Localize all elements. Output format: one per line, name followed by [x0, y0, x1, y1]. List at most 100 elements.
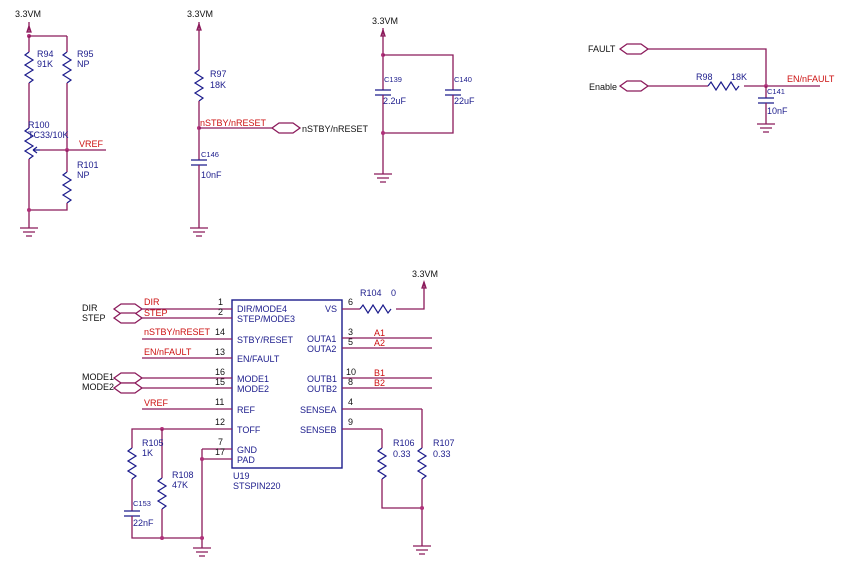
r104-value: 0 [391, 288, 396, 298]
pin-name-outa1: OUTA1 [307, 334, 336, 344]
r104-ref: R104 [360, 288, 382, 298]
nstby-port [270, 122, 302, 134]
r108-value: 47K [172, 480, 188, 490]
c153-ref: C153 [133, 499, 151, 508]
u19-part: STSPIN220 [233, 481, 281, 491]
pin-name-outb1: OUTB1 [307, 374, 337, 384]
ground-symbol-2 [190, 227, 208, 237]
pin-name-mode2: MODE2 [237, 384, 269, 394]
b2-net-label: B2 [374, 378, 385, 388]
supply-arrow-1 [26, 23, 32, 33]
supply-label-2: 3.3VM [187, 9, 213, 19]
bulk-caps-section: 3.3VM C139 2.2uF C140 22uF [372, 16, 475, 183]
r98-ref: R98 [696, 72, 713, 82]
pin-num-13: 13 [215, 347, 225, 357]
supply-label-4: 3.3VM [412, 269, 438, 279]
r101-ref: R101 [77, 160, 99, 170]
r97-ref: R97 [210, 69, 227, 79]
step-net-label: STEP [144, 308, 168, 318]
pin-num-5: 5 [348, 337, 353, 347]
mode1-port-label: MODE1 [82, 372, 114, 382]
c146-value: 10nF [201, 170, 222, 180]
stby-net-label-ic: nSTBY/nRESET [144, 327, 211, 337]
pin-name-vs: VS [325, 304, 337, 314]
dir-net-label: DIR [144, 297, 160, 307]
en-nfault-net-label: EN/nFAULT [787, 74, 835, 84]
r105-ref: R105 [142, 438, 164, 448]
pin-name-sensea: SENSEA [300, 405, 337, 415]
r106-value: 0.33 [393, 449, 411, 459]
pin-num-17: 17 [215, 447, 225, 457]
c139-ref: C139 [384, 75, 402, 84]
c139-capacitor [375, 89, 391, 96]
pin-name-toff: TOFF [237, 425, 261, 435]
r101-resistor [61, 171, 73, 204]
r98-resistor [707, 80, 740, 92]
r107-value: 0.33 [433, 449, 451, 459]
pin-name-step: STEP/MODE3 [237, 314, 295, 324]
ground-symbol-4 [757, 123, 775, 133]
r94-value: 91K [37, 59, 53, 69]
pin-name-gnd: GND [237, 445, 258, 455]
pin-num-1: 1 [218, 297, 223, 307]
r107-resistor [416, 447, 428, 480]
c141-value: 10nF [767, 106, 788, 116]
r98-value: 18K [731, 72, 747, 82]
ground-symbol-1 [20, 227, 38, 237]
pin-num-14: 14 [215, 327, 225, 337]
pin-name-dir: DIR/MODE4 [237, 304, 287, 314]
vref-net-label-ic: VREF [144, 398, 169, 408]
c141-capacitor [758, 97, 774, 104]
pin-num-11: 11 [215, 397, 224, 407]
step-port [112, 312, 144, 324]
c146-capacitor [191, 159, 207, 166]
c140-capacitor [445, 89, 461, 96]
pin-name-mode1: MODE1 [237, 374, 269, 384]
pin-name-en: EN/FAULT [237, 354, 280, 364]
pin-num-4: 4 [348, 397, 353, 407]
r97-resistor [193, 69, 205, 102]
enable-port-label: Enable [589, 82, 617, 92]
pin-num-10: 10 [346, 367, 356, 377]
fault-port-label: FAULT [588, 44, 616, 54]
c153-capacitor [124, 510, 140, 517]
r97-value: 18K [210, 80, 226, 90]
r95-value: NP [77, 59, 90, 69]
r107-ref: R107 [433, 438, 455, 448]
stby-reset-rc-section: 3.3VM R97 18K nSTBY/nRESET nSTBY/nRESET … [187, 9, 369, 237]
nstby-port-label: nSTBY/nRESET [302, 124, 369, 134]
mode2-port-label: MODE2 [82, 382, 114, 392]
c140-value: 22uF [454, 96, 475, 106]
a2-net-label: A2 [374, 338, 385, 348]
pin-name-pad: PAD [237, 455, 255, 465]
pin-name-outa2: OUTA2 [307, 344, 336, 354]
r105-value: 1K [142, 448, 153, 458]
pin-num-7: 7 [218, 437, 223, 447]
u19-ic-body [231, 299, 343, 469]
r101-value: NP [77, 170, 90, 180]
pin-num-16: 16 [215, 367, 225, 377]
ground-symbol-3 [374, 173, 392, 183]
b1-net-label: B1 [374, 368, 385, 378]
c140-ref: C140 [454, 75, 472, 84]
c146-ref: C146 [201, 150, 219, 159]
c141-ref: C141 [767, 87, 785, 96]
pin-num-9: 9 [348, 417, 353, 427]
en-net-label-ic: EN/nFAULT [144, 347, 192, 357]
r105-resistor [126, 447, 138, 480]
pin-name-senseb: SENSEB [300, 425, 337, 435]
pin-name-ref: REF [237, 405, 256, 415]
pin-num-3: 3 [348, 327, 353, 337]
r106-resistor [376, 447, 388, 480]
r94-ref: R94 [37, 49, 54, 59]
fault-port [618, 43, 650, 55]
dir-port-label: DIR [82, 303, 98, 313]
supply-label-1: 3.3VM [15, 9, 41, 19]
ground-symbol-5 [193, 547, 211, 557]
r95-ref: R95 [77, 49, 94, 59]
ground-symbol-6 [413, 545, 431, 555]
pin-num-6: 6 [348, 297, 353, 307]
vref-divider-section: 3.3VM R94 91K R95 NP R100 TC33/10K VREF … [15, 9, 106, 237]
r100-ref: R100 [28, 120, 50, 130]
